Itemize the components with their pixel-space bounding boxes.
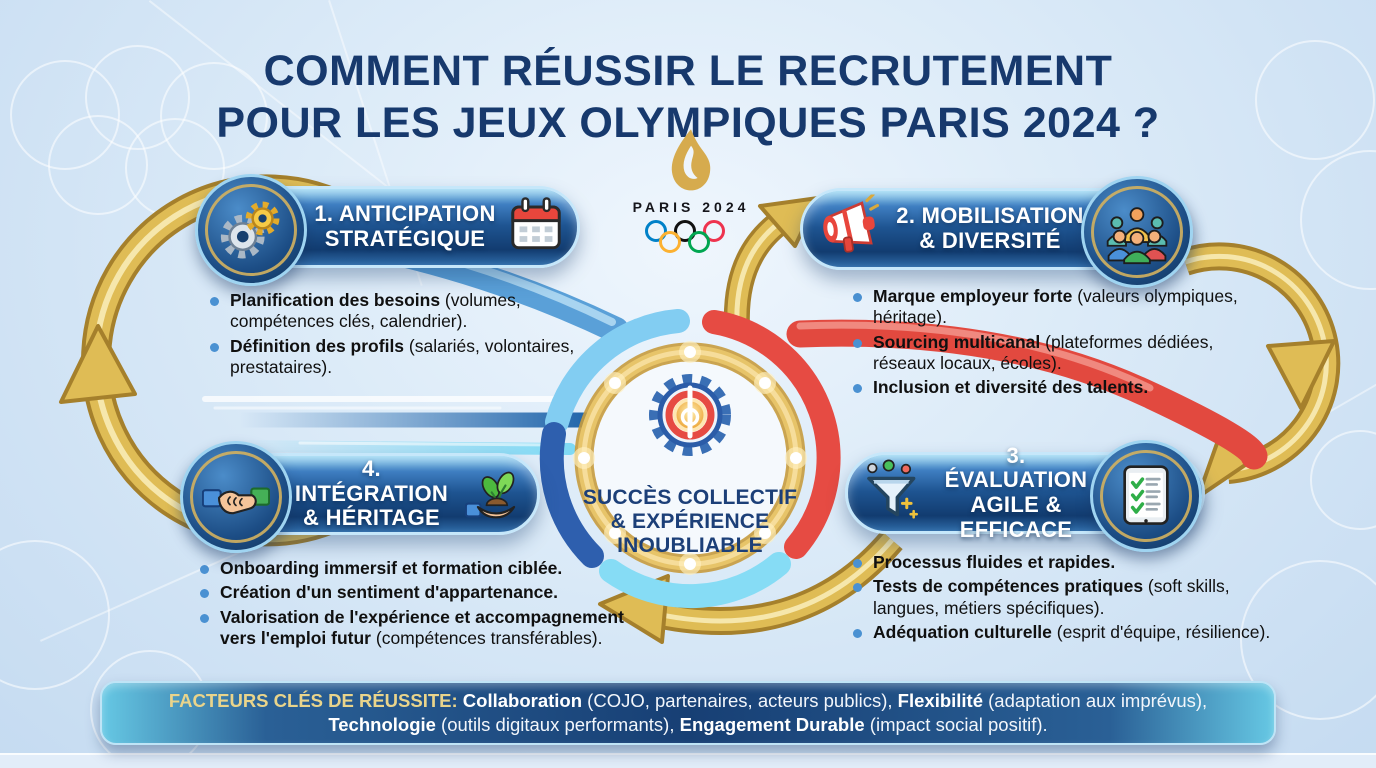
section-1-list: Planification des besoins (volumes, comp… — [207, 290, 585, 381]
center-line-1: SUCCÈS COLLECTIF — [582, 486, 798, 509]
section-4-title-line1: 4. INTÉGRATION — [294, 456, 449, 506]
gears-icon — [220, 201, 280, 259]
center-message: SUCCÈS COLLECTIF & EXPÉRIENCE INOUBLIABL… — [570, 486, 810, 558]
checklist-tablet-icon — [1123, 465, 1169, 525]
paris-2024-wordmark: PARIS 2024 — [632, 199, 750, 215]
funnel-icon — [862, 459, 924, 527]
list-item: Création d'un sentiment d'appartenance. — [197, 582, 659, 603]
key-success-factors-text: FACTEURS CLÉS DE RÉUSSITE: Collaboration… — [168, 689, 1208, 735]
section-2-list: Marque employeur forte (valeurs olympiqu… — [850, 286, 1270, 402]
section-3-list: Processus fluides et rapides. Tests de c… — [850, 552, 1282, 646]
section-3-pill: 3. ÉVALUATION AGILE & EFFICACE — [845, 440, 1205, 552]
olympic-ring-red — [703, 220, 725, 242]
key-success-factors-banner: FACTEURS CLÉS DE RÉUSSITE: Collaboration… — [100, 681, 1276, 745]
section-1-badge — [195, 174, 307, 286]
section-1-pill: 1. ANTICIPATION STRATÉGIQUE — [195, 174, 580, 286]
section-1-title-line2: STRATÉGIQUE — [324, 226, 486, 251]
paris-2024-logo: PARIS 2024 — [618, 126, 764, 254]
center-ring-segments — [539, 309, 841, 609]
section-2-pill: 2. MOBILISATION & DIVERSITÉ — [800, 176, 1193, 288]
list-item: Inclusion et diversité des talents. — [850, 377, 1270, 398]
glow-dots — [573, 341, 807, 575]
left-spokes — [202, 396, 594, 455]
arrowhead-down-icon — [1266, 339, 1336, 410]
section-4-title: 4. INTÉGRATION & HÉRITAGE — [286, 456, 457, 531]
list-item: Adéquation culturelle (esprit d'équipe, … — [850, 622, 1282, 643]
arrowhead-up-icon — [59, 324, 137, 404]
olympic-rings-icon — [618, 218, 764, 254]
center-gold-ring — [573, 341, 807, 575]
section-2-title: 2. MOBILISATION & DIVERSITÉ — [896, 204, 1083, 253]
list-item: Marque employeur forte (valeurs olympiqu… — [850, 286, 1270, 329]
section-3-title: 3. ÉVALUATION AGILE & EFFICACE — [938, 442, 1094, 543]
gold-arrow-top — [723, 196, 820, 327]
olympic-ring-green — [688, 231, 710, 253]
list-item: Processus fluides et rapides. — [850, 552, 1282, 573]
people-group-icon — [1106, 207, 1168, 265]
footer-label: FACTEURS CLÉS DE RÉUSSITE: — [168, 689, 458, 711]
handshake-icon — [202, 487, 270, 515]
title-line-1: COMMENT RÉUSSIR LE RECRUTEMENT — [263, 46, 1113, 95]
plant-in-hand-icon — [464, 461, 527, 528]
section-4-badge — [180, 441, 292, 553]
list-item: Tests de compétences pratiques (soft ski… — [850, 576, 1282, 619]
bg-circle-decoration — [1255, 40, 1375, 160]
center-line-3: INOUBLIABLE — [617, 534, 763, 558]
section-2-badge — [1081, 176, 1193, 288]
section-1-title: 1. ANTICIPATION STRATÉGIQUE — [314, 202, 495, 251]
bg-circle-decoration — [1240, 560, 1376, 720]
section-3-title-line1: 3. ÉVALUATION — [944, 442, 1088, 493]
section-4-title-line2: & HÉRITAGE — [302, 505, 441, 531]
section-2-title-line1: 2. MOBILISATION — [896, 203, 1084, 229]
megaphone-icon — [817, 192, 881, 264]
paris-2024-flame-icon — [671, 129, 711, 191]
section-3-title-line2: AGILE & EFFICACE — [959, 492, 1073, 542]
section-1-title-line1: 1. ANTICIPATION — [314, 201, 496, 227]
red-band — [786, 319, 1268, 470]
list-item: Onboarding immersif et formation ciblée. — [197, 558, 659, 579]
olympic-ring-yellow — [659, 231, 681, 253]
bottom-strip — [0, 753, 1376, 768]
list-item: Définition des profils (salariés, volont… — [207, 336, 585, 379]
section-2-title-line2: & DIVERSITÉ — [919, 228, 1061, 253]
section-4-pill: 4. INTÉGRATION & HÉRITAGE — [180, 441, 540, 553]
list-item: Sourcing multicanal (plateformes dédiées… — [850, 332, 1270, 375]
list-item: Valorisation de l'expérience et accompag… — [197, 607, 659, 650]
center-line-2: & EXPÉRIENCE — [610, 510, 770, 534]
gear-torch-icon — [649, 374, 731, 456]
section-3-badge — [1090, 440, 1202, 552]
list-item: Planification des besoins (volumes, comp… — [207, 290, 585, 333]
calendar-icon — [507, 196, 565, 259]
section-4-list: Onboarding immersif et formation ciblée.… — [197, 558, 659, 652]
